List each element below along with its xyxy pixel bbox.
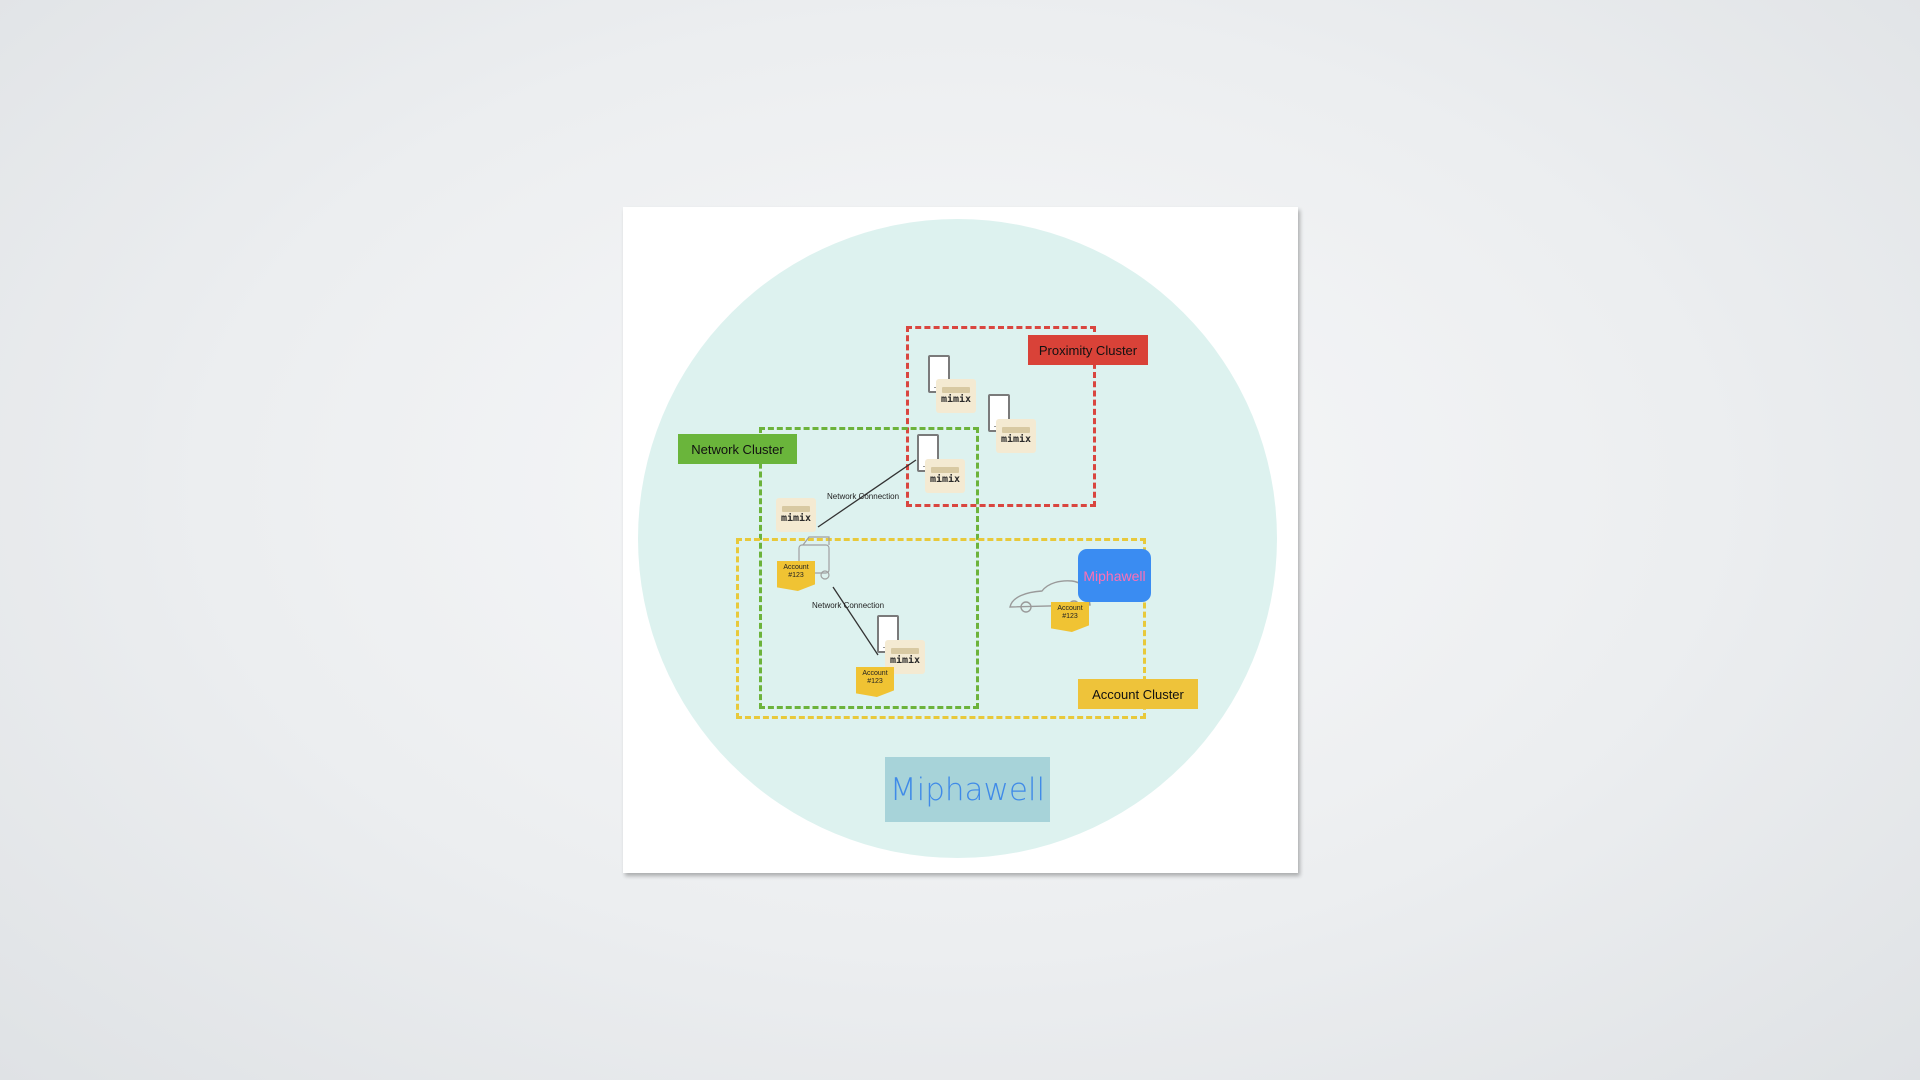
device-chip: mimix: [885, 640, 925, 674]
network-cluster-label: Network Cluster: [678, 434, 797, 464]
proximity-cluster-boundary: [906, 326, 1096, 507]
account-cluster-label: Account Cluster: [1078, 679, 1198, 709]
device-chip: mimix: [925, 459, 965, 493]
device-chip: mimix: [996, 419, 1036, 453]
account-cluster-boundary: [736, 538, 1146, 719]
miphawell-footer-label: Miphawell: [885, 757, 1050, 822]
network-connection-label: Network Connection: [812, 601, 885, 610]
account-tag: Account#123: [856, 667, 894, 697]
account-tag: Account#123: [777, 561, 815, 591]
slide-card: mimix mimix mimix mimix mimix Account#12…: [623, 207, 1298, 873]
device-chip: mimix: [936, 379, 976, 413]
device-chip: mimix: [776, 498, 816, 532]
network-connection-label: Network Connection: [827, 492, 900, 501]
network-connection-line-2: [832, 586, 879, 656]
account-tag: Account#123: [1051, 602, 1089, 632]
network-connection-line-1: [817, 459, 917, 528]
network-cluster-boundary: [759, 427, 979, 709]
miphawell-badge: Miphawell: [1078, 549, 1151, 602]
proximity-cluster-label: Proximity Cluster: [1028, 335, 1148, 365]
